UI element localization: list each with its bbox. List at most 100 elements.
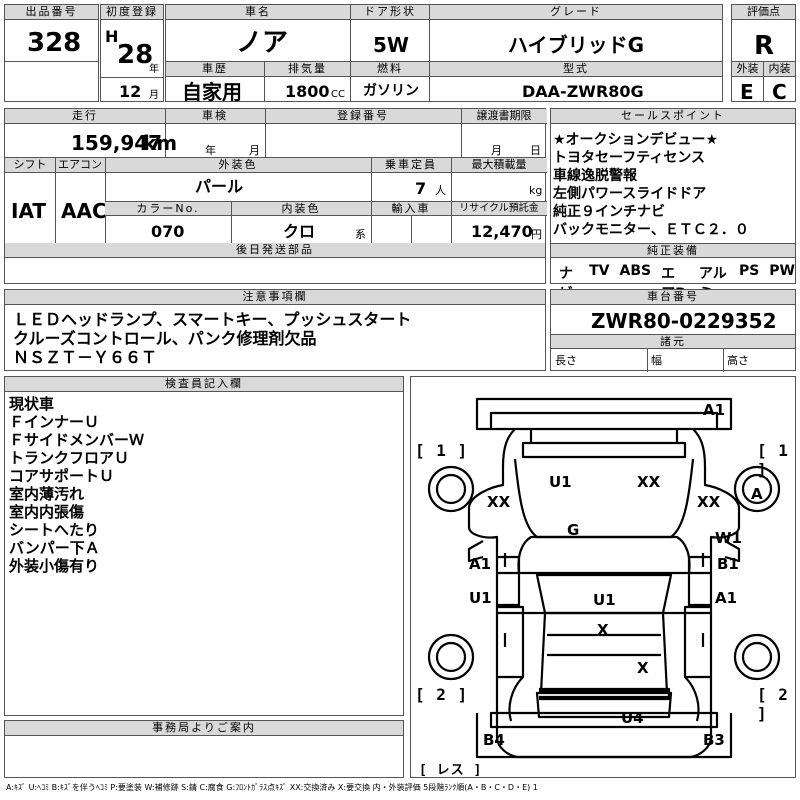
front-right-bracket: [ 1 ] xyxy=(757,441,789,479)
exterior-grade-box: 外装 E xyxy=(731,61,764,102)
inspector-line: ＦインナーＵ xyxy=(9,413,100,431)
spec-label: 諸元 xyxy=(551,334,795,349)
legend: A:ｷｽﾞ U:ﾍｺﾐ B:ｷｽﾞを伴うﾍｺﾐ P:要塗装 W:補修跡 S:錆 … xyxy=(6,783,538,792)
equipment-item: PW xyxy=(769,263,795,279)
lot-number-label: 出品番号 xyxy=(5,5,98,20)
car-name-box: 車名 ノア xyxy=(165,4,351,62)
history-box: 車歴 自家用 xyxy=(165,61,265,102)
inspector-notes: 現状車 ＦインナーＵ ＦサイドメンバーＷ トランクフロアＵ コアサポートＵ 室内… xyxy=(9,395,144,575)
inspector-line: 現状車 xyxy=(9,395,55,413)
grade-label: グレード xyxy=(430,5,722,20)
length-label: 長さ xyxy=(555,354,577,367)
damage-mark: W1 xyxy=(715,529,742,547)
inspector-line: 室内薄汚れ xyxy=(9,485,85,503)
first-registration-label: 初度登録 xyxy=(101,5,163,20)
mileage-label: 走行 xyxy=(5,109,165,124)
note-line: クルーズコントロール、パンク修理剤欠品 xyxy=(13,329,317,348)
exterior-label: 外装 xyxy=(732,62,763,77)
door-type: 5W xyxy=(373,33,409,57)
month-unit: 月 xyxy=(149,90,159,101)
notes-box: 注意事項欄 ＬＥＤヘッドランプ、スマートキー、プッシュスタート クルーズコントロ… xyxy=(4,289,546,371)
chassis-box: 車台番号 ZWR80-0229352 諸元 長さ 幅 高さ xyxy=(550,289,796,372)
seats: 7 xyxy=(415,179,427,198)
first-registration-box: 初度登録 H 28 年 12 月 xyxy=(100,4,164,102)
interior-grade: C xyxy=(772,80,787,104)
inspector-line: ＦサイドメンバーＷ xyxy=(9,431,145,449)
chassis-label: 車台番号 xyxy=(551,290,795,305)
car-name: ノア xyxy=(236,28,289,58)
bottom-left-bracket: [ レス ] xyxy=(419,763,483,778)
front-left-bracket: [ 1 ] xyxy=(415,441,469,460)
shift-label: シフト xyxy=(5,158,55,173)
interior-color: クロ xyxy=(283,222,316,241)
equipment-item: ABS xyxy=(619,263,652,279)
equipment-item: PS xyxy=(738,263,760,279)
ac: AAC xyxy=(61,199,107,223)
transfer-month-unit: 月 xyxy=(491,144,502,157)
fuel-label: 燃料 xyxy=(351,62,429,77)
score-box: 評価点 R xyxy=(731,4,796,62)
seats-label: 乗車定員 xyxy=(371,158,451,173)
grade-box: グレード ハイブリッドG xyxy=(429,4,723,62)
damage-mark: A1 xyxy=(469,555,492,573)
sales-point: トヨタセーフティセンス xyxy=(553,150,706,166)
inspection-label: 車検 xyxy=(165,109,265,124)
displacement: 1800 xyxy=(285,82,330,101)
transfer-label: 譲渡書期限 xyxy=(461,109,547,124)
door-label: ドア形状 xyxy=(351,5,429,20)
int-color-unit: 系 xyxy=(355,228,366,241)
office-box: 事務局よりご案内 xyxy=(4,720,404,778)
sales-points-box: セールスポイント ★オークションデビュー★ トヨタセーフティセンス 車線逸脱警報… xyxy=(550,108,796,302)
rear-right-bracket: [ 2 ] xyxy=(757,685,789,723)
sales-point: 左側パワースライドドア xyxy=(553,186,707,202)
damage-mark: U1 xyxy=(549,473,572,491)
notes-lines: ＬＥＤヘッドランプ、スマートキー、プッシュスタート クルーズコントロール、パンク… xyxy=(13,310,411,367)
car-outline xyxy=(427,397,781,759)
damage-mark: G xyxy=(567,521,580,539)
note-line: ＮＳＺＴ－Ｙ６６Ｔ xyxy=(13,348,158,367)
damage-mark: A xyxy=(751,485,763,503)
sales-point: ★オークションデビュー★ xyxy=(553,132,719,148)
damage-mark: X xyxy=(597,621,609,639)
equipment-label: 純正装備 xyxy=(551,243,795,258)
equipment-item: TV xyxy=(589,263,610,279)
rear-left-bracket: [ 2 ] xyxy=(415,685,469,704)
inspector-box: 検査員記入欄 現状車 ＦインナーＵ ＦサイドメンバーＷ トランクフロアＵ コアサ… xyxy=(4,376,404,716)
height-label: 高さ xyxy=(727,354,749,367)
displacement-unit: CC xyxy=(331,89,345,100)
damage-mark: XX xyxy=(697,493,721,511)
inspector-line: トランクフロアＵ xyxy=(9,449,130,467)
mileage: 159,947 xyxy=(71,131,163,155)
damage-mark: A1 xyxy=(703,401,726,419)
grade: ハイブリッドG xyxy=(508,33,645,57)
mileage-unit: km xyxy=(143,131,178,155)
sales-point: 純正９インチナビ xyxy=(553,204,665,220)
reg-month: 12 xyxy=(119,82,142,101)
score-label: 評価点 xyxy=(732,5,795,20)
import-label: 輸入車 xyxy=(371,201,451,216)
damage-mark: U4 xyxy=(621,709,644,727)
model-label: 型式 xyxy=(430,62,722,77)
details-box: 走行 車検 登録番号 譲渡書期限 159,947 km 年 月 月 日 シフト … xyxy=(4,108,547,284)
sales-points-label: セールスポイント xyxy=(551,109,795,124)
office-label: 事務局よりご案内 xyxy=(5,721,403,736)
displacement-box: 排気量 1800 CC xyxy=(264,61,351,102)
displacement-label: 排気量 xyxy=(265,62,350,77)
color-label: 外装色 xyxy=(105,158,371,173)
shift: IAT xyxy=(11,199,47,223)
inspector-line: コアサポートＵ xyxy=(9,467,115,485)
notes-label: 注意事項欄 xyxy=(5,290,545,305)
damage-mark: B1 xyxy=(717,555,739,573)
year-unit: 年 xyxy=(149,64,159,75)
ac-label: エアコン xyxy=(55,158,105,173)
reg-year: 28 xyxy=(117,40,154,70)
reg-number-label: 登録番号 xyxy=(265,109,461,124)
sales-point: 車線逸脱警報 xyxy=(553,168,637,184)
history: 自家用 xyxy=(182,80,242,104)
int-color-label: 内装色 xyxy=(231,201,371,216)
damage-mark: B3 xyxy=(703,731,725,749)
note-line: ＬＥＤヘッドランプ、スマートキー、プッシュスタート xyxy=(13,310,412,329)
lot-number: 328 xyxy=(27,28,82,58)
car-name-label: 車名 xyxy=(166,5,350,20)
lot-number-box: 出品番号 328 xyxy=(4,4,99,102)
